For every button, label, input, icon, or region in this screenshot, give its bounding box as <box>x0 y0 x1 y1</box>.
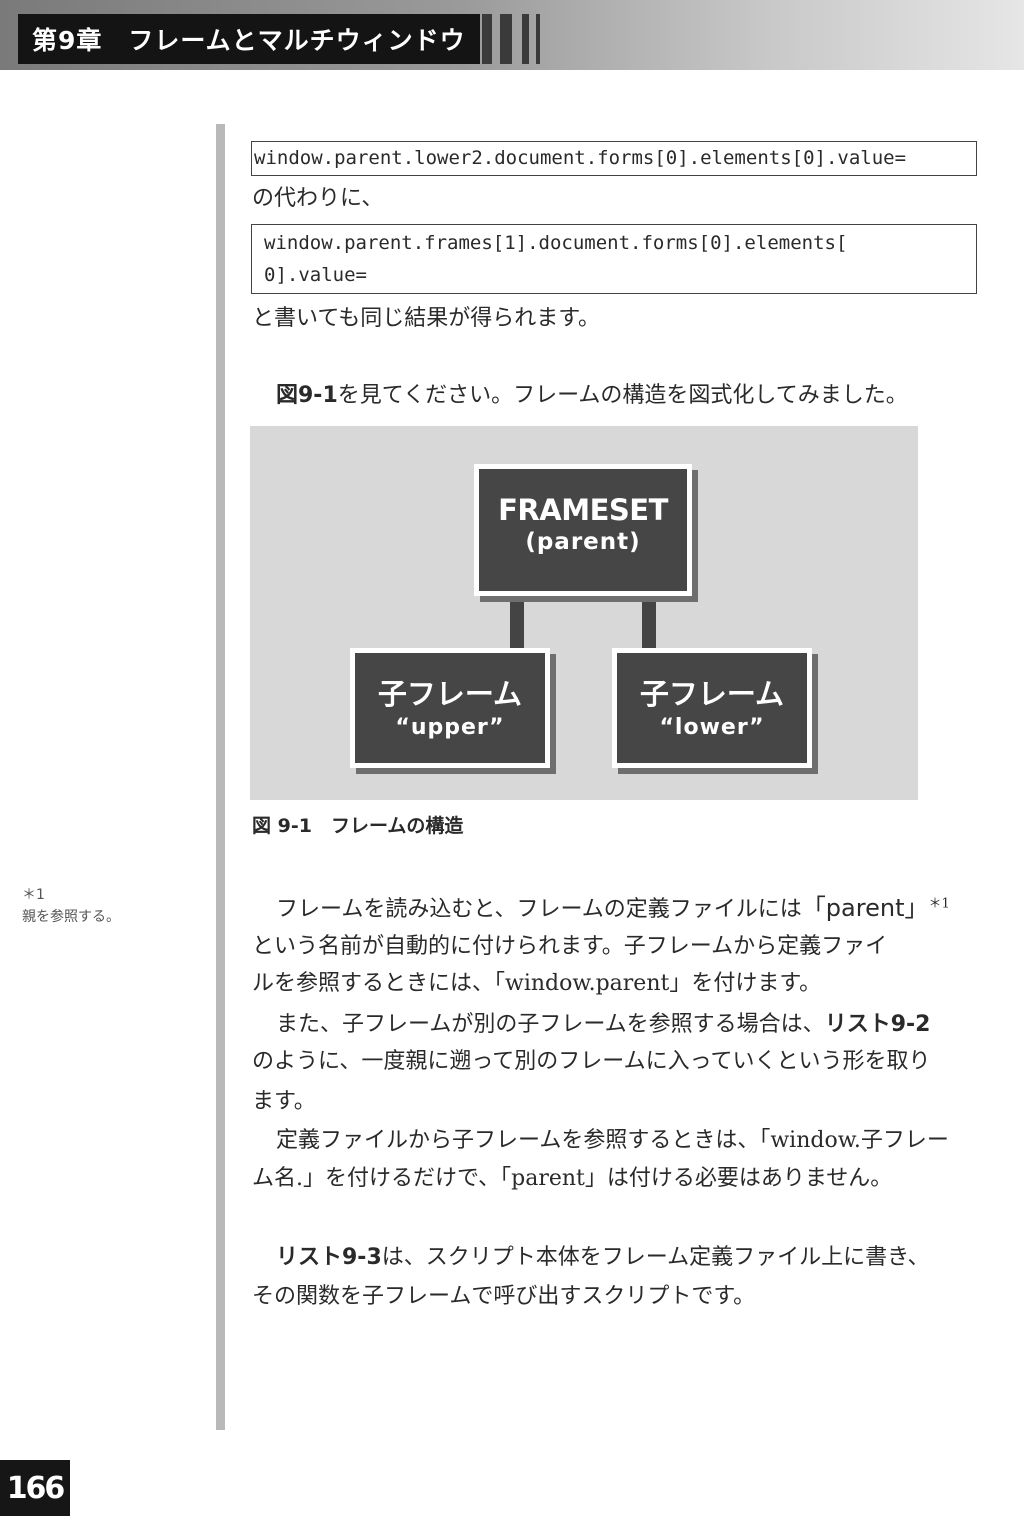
node-title: FRAMESET <box>498 493 668 527</box>
footnote-marker: ＊1 <box>928 896 950 912</box>
node-subtitle: (parent) <box>525 529 641 555</box>
side-note-text: 親を参照する。 <box>22 909 120 925</box>
code-block-1: window.parent.lower2.document.forms[0].e… <box>251 141 977 176</box>
paragraph-6-line-2: ム名.」を付けるだけで、「parent」は付ける必要はありません。 <box>252 1166 893 1191</box>
paragraph-4-line-3: ルを参照するときには、「window.parent」を付けます。 <box>252 971 822 996</box>
paragraph-text: フレームを読み込むと、フレームの定義ファイルには <box>276 897 802 922</box>
code-block-2: window.parent.frames[1].document.forms[0… <box>251 224 977 294</box>
chapter-header: 第9章 フレームとマルチウィンドウ <box>0 0 1024 70</box>
paragraph-text: は、スクリプト本体をフレーム定義ファイル上に書き、 <box>381 1245 930 1270</box>
parent-term: 「parent」 <box>801 894 929 922</box>
node-subtitle: “lower” <box>659 715 765 740</box>
figure-caption: 図 9-1 フレームの構造 <box>252 815 464 837</box>
margin-rule <box>216 124 225 1430</box>
list-reference: リスト9-2 <box>824 1012 931 1037</box>
paragraph-6-line-1: 定義ファイルから子フレームを参照するときは、「window.子フレー <box>276 1128 949 1153</box>
paragraph-2: と書いても同じ結果が得られます。 <box>252 306 601 331</box>
side-note-marker: ＊1 <box>22 887 45 903</box>
paragraph-5-line-2: のように、一度親に遡って別のフレームに入っていくという形を取り <box>252 1049 931 1074</box>
chapter-title-box: 第9章 フレームとマルチウィンドウ <box>18 14 480 64</box>
paragraph-4-line-1: フレームを読み込むと、フレームの定義ファイルには「parent」＊1 <box>276 888 950 923</box>
list-reference: リスト9-3 <box>276 1245 382 1270</box>
node-subtitle: “upper” <box>395 715 505 740</box>
paragraph-3-text: を見てください。フレームの構造を図式化してみました。 <box>337 383 908 408</box>
chapter-title: 第9章 フレームとマルチウィンドウ <box>32 26 466 55</box>
paragraph-4-line-2: という名前が自動的に付けられます。子フレームから定義ファイ <box>252 934 888 959</box>
paragraph-3: 図9-1を見てください。フレームの構造を図式化してみました。 <box>276 377 908 409</box>
page-number: 166 <box>0 1460 70 1516</box>
paragraph-7-line-2: その関数を子フレームで呼び出すスクリプトです。 <box>252 1284 756 1309</box>
paragraph-5-line-1: また、子フレームが別の子フレームを参照する場合は、リスト9-2 <box>276 1006 930 1038</box>
connector-line <box>510 596 524 648</box>
frame-structure-diagram: FRAMESET (parent) 子フレーム “upper” 子フレーム “l… <box>250 426 918 800</box>
node-title: 子フレーム <box>639 677 785 711</box>
node-title: 子フレーム <box>377 677 523 711</box>
paragraph-5-line-3: ます。 <box>252 1089 316 1114</box>
paragraph-7-line-1: リスト9-3は、スクリプト本体をフレーム定義ファイル上に書き、 <box>276 1239 930 1271</box>
child-frame-upper-node: 子フレーム “upper” <box>350 648 550 768</box>
code-line: 0].value= <box>264 264 367 286</box>
paragraph-1: の代わりに、 <box>252 186 384 211</box>
paragraph-text: また、子フレームが別の子フレームを参照する場合は、 <box>276 1012 825 1037</box>
figure-reference: 図9-1 <box>276 383 338 408</box>
connector-line <box>642 596 656 648</box>
side-note: ＊1 親を参照する。 <box>22 884 120 928</box>
code-line: window.parent.frames[1].document.forms[0… <box>264 232 848 254</box>
child-frame-lower-node: 子フレーム “lower” <box>612 648 812 768</box>
frameset-node: FRAMESET (parent) <box>474 464 692 596</box>
